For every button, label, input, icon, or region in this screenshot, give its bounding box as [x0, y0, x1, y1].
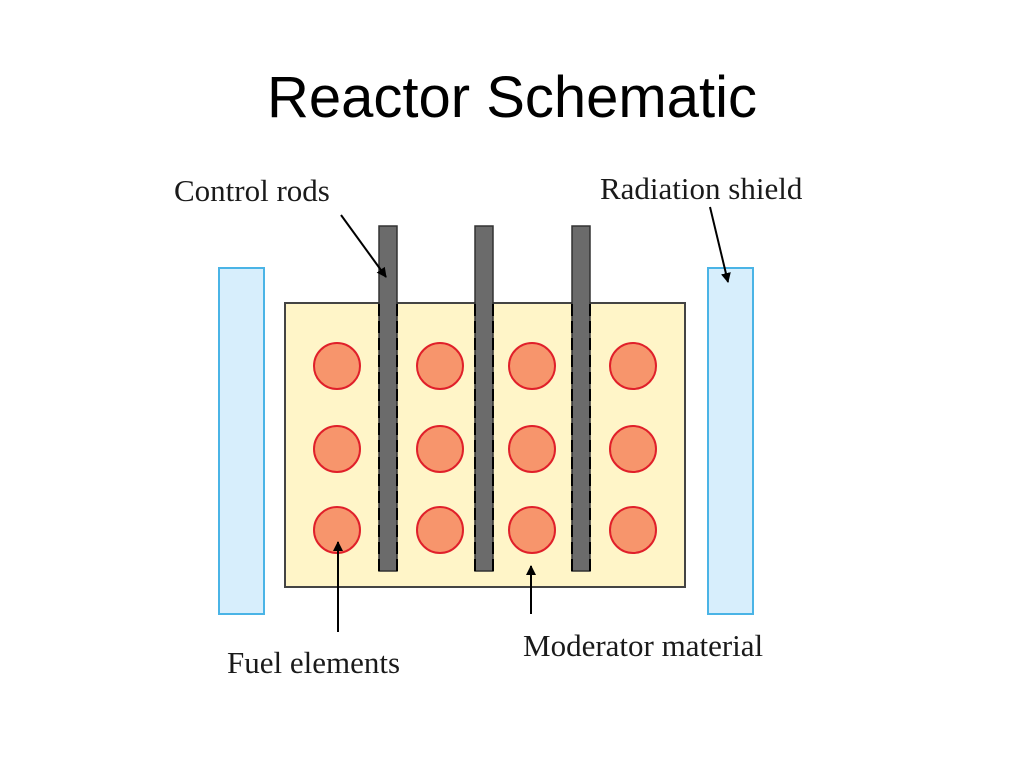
fuel-element [609, 342, 657, 390]
control-rods [378, 225, 591, 572]
control-rods-arrow [340, 214, 387, 278]
fuel-element [609, 425, 657, 473]
control-rod [378, 225, 398, 572]
fuel-element [313, 425, 361, 473]
radiation-shield-label: Radiation shield [600, 171, 803, 206]
fuel-element [416, 506, 464, 554]
page-title: Reactor Schematic [267, 65, 757, 130]
control-rods-label: Control rods [174, 173, 330, 208]
fuel-elements-label: Fuel elements [227, 645, 400, 680]
radiation-shield-arrow [709, 206, 731, 283]
fuel-element [508, 342, 556, 390]
fuel-elements-grid [313, 342, 657, 554]
fuel-element [416, 342, 464, 390]
moderator-material-label: Moderator material [523, 628, 763, 663]
fuel-element [508, 425, 556, 473]
fuel-element [609, 506, 657, 554]
control-rod [474, 225, 494, 572]
control-rod [571, 225, 591, 572]
fuel-element [508, 506, 556, 554]
fuel-element [313, 342, 361, 390]
radiation-shield-right [707, 267, 754, 615]
fuel-element [416, 425, 464, 473]
radiation-shield-left [218, 267, 265, 615]
